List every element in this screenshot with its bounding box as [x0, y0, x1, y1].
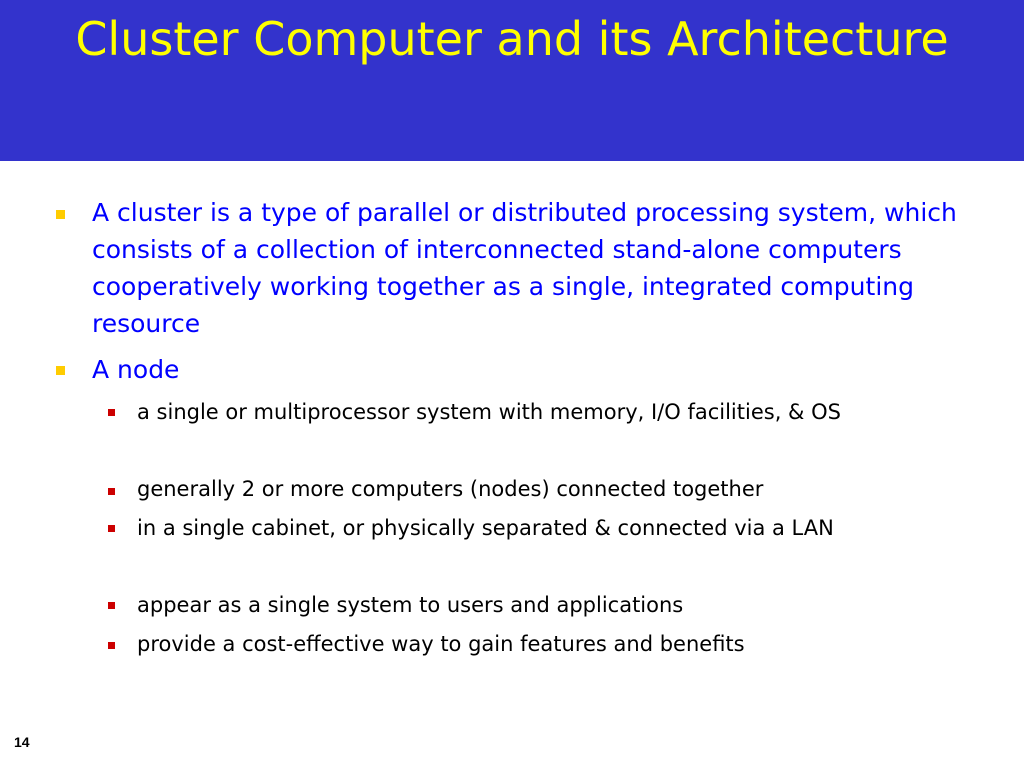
sub-bullet-node-count: generally 2 or more computers (nodes) co… [137, 477, 764, 501]
sub-bullet-node-location: in a single cabinet, or physically separ… [137, 516, 834, 540]
small-square-bullet-icon [108, 488, 115, 495]
sub-bullet-node-description: a single or multiprocessor system with m… [137, 400, 841, 424]
slide-number: 14 [14, 734, 30, 750]
small-square-bullet-icon [108, 525, 115, 532]
small-square-bullet-icon [108, 602, 115, 609]
bullet-cluster-definition: A cluster is a type of parallel or distr… [92, 198, 957, 338]
small-square-bullet-icon [108, 642, 115, 649]
bullet-a-node: A node [92, 355, 180, 384]
title-bar: Cluster Computer and its Architecture [0, 0, 1024, 161]
slide-title: Cluster Computer and its Architecture [75, 12, 949, 66]
square-bullet-icon [56, 366, 65, 375]
sub-bullet-single-system: appear as a single system to users and a… [137, 593, 684, 617]
square-bullet-icon [56, 210, 65, 219]
small-square-bullet-icon [108, 409, 115, 416]
sub-bullet-cost-effective: provide a cost-effective way to gain fea… [137, 632, 745, 656]
